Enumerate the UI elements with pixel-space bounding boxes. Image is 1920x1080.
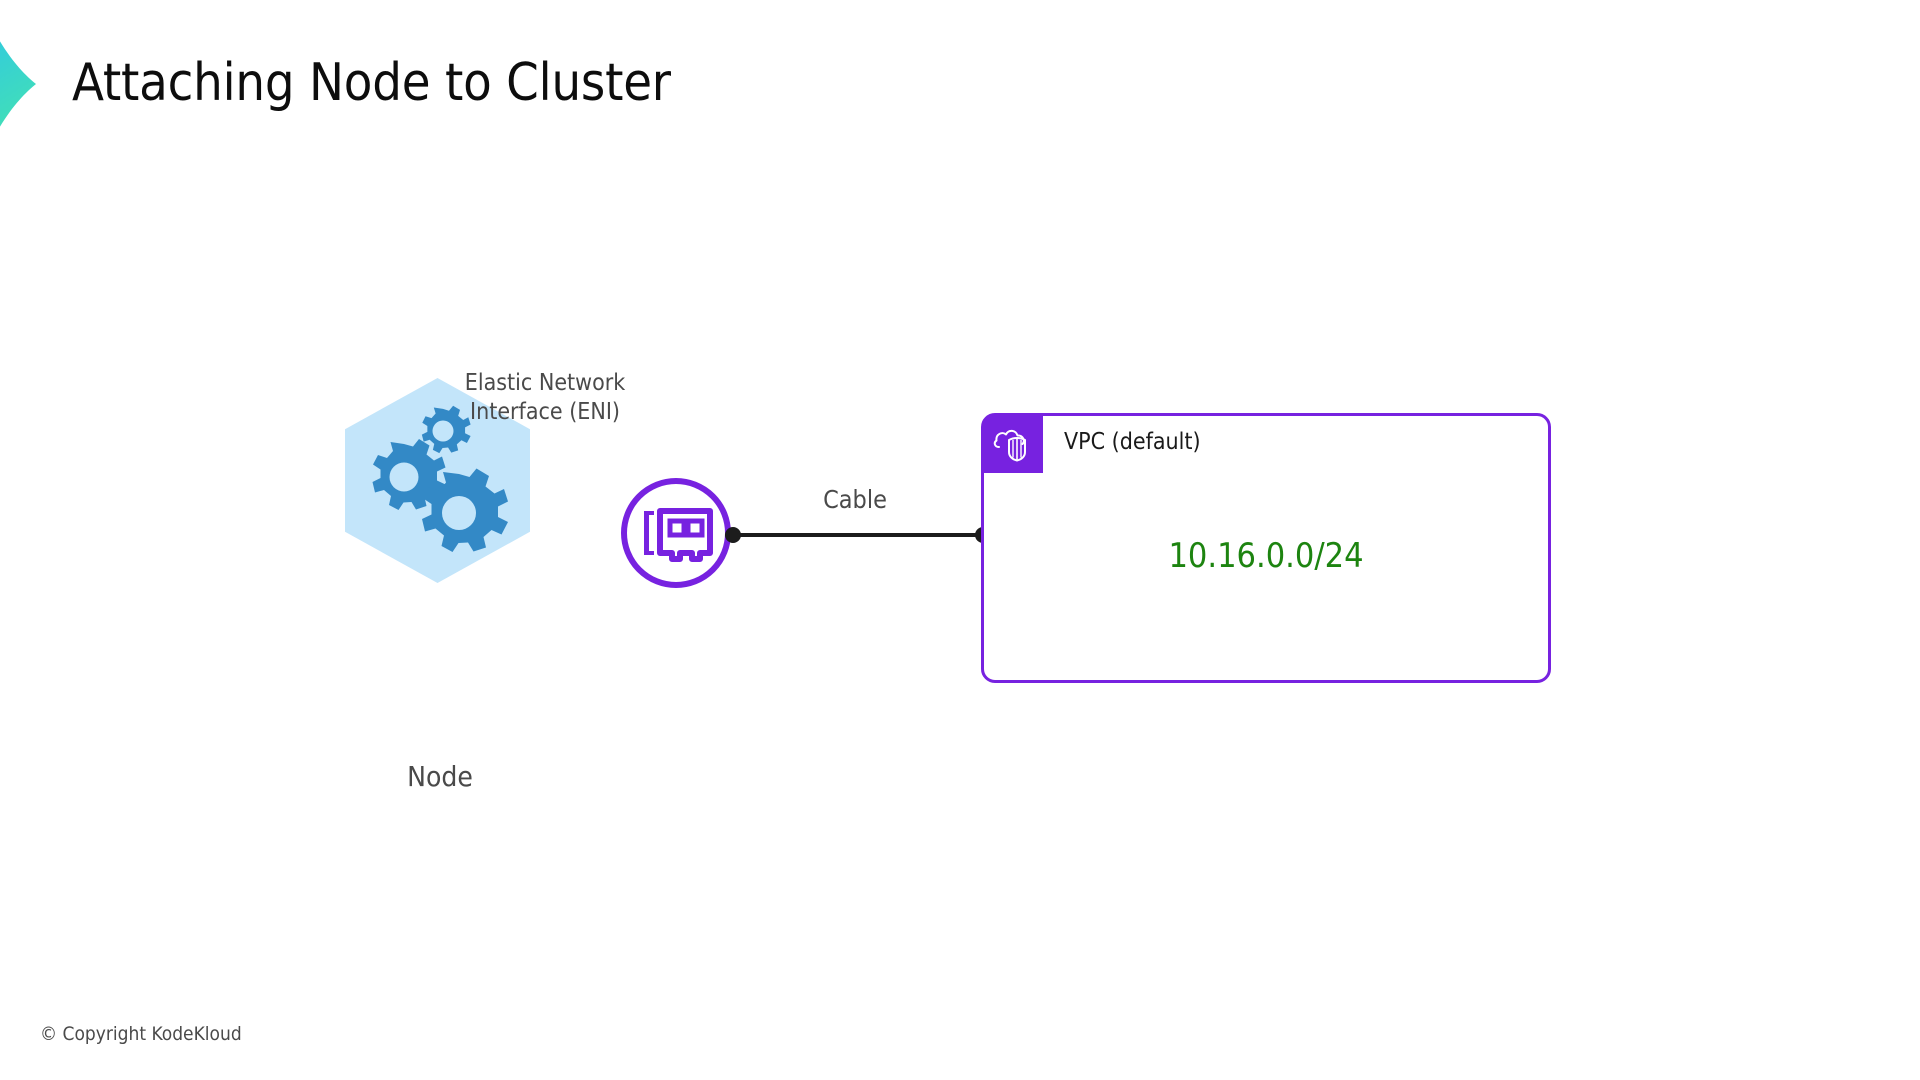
hexagon-gears-icon bbox=[345, 378, 530, 583]
vpc-title: VPC (default) bbox=[1064, 429, 1201, 455]
chevron-logo-icon bbox=[0, 41, 36, 127]
node-label: Node bbox=[407, 760, 473, 793]
cable-connector bbox=[725, 527, 991, 543]
node-figure[interactable] bbox=[345, 378, 530, 583]
vpc-cidr-label: 10.16.0.0/24 bbox=[1168, 536, 1364, 576]
eni-label-line1: Elastic Network bbox=[464, 370, 626, 396]
cable-label: Cable bbox=[823, 485, 887, 514]
eni-label-line2: Interface (ENI) bbox=[470, 399, 620, 426]
eni-label: Elastic Network Interface (ENI) bbox=[425, 369, 665, 428]
footer-copyright: © Copyright KodeKloud bbox=[40, 1023, 242, 1045]
page-title: Attaching Node to Cluster bbox=[72, 53, 671, 113]
vpc-container[interactable]: VPC (default) 10.16.0.0/24 bbox=[981, 413, 1551, 683]
connector-dot-icon bbox=[725, 527, 741, 543]
vpc-badge bbox=[982, 414, 1043, 473]
network-interface-card-icon[interactable] bbox=[618, 475, 734, 591]
aws-vpc-cloud-shield-icon bbox=[993, 429, 1026, 461]
